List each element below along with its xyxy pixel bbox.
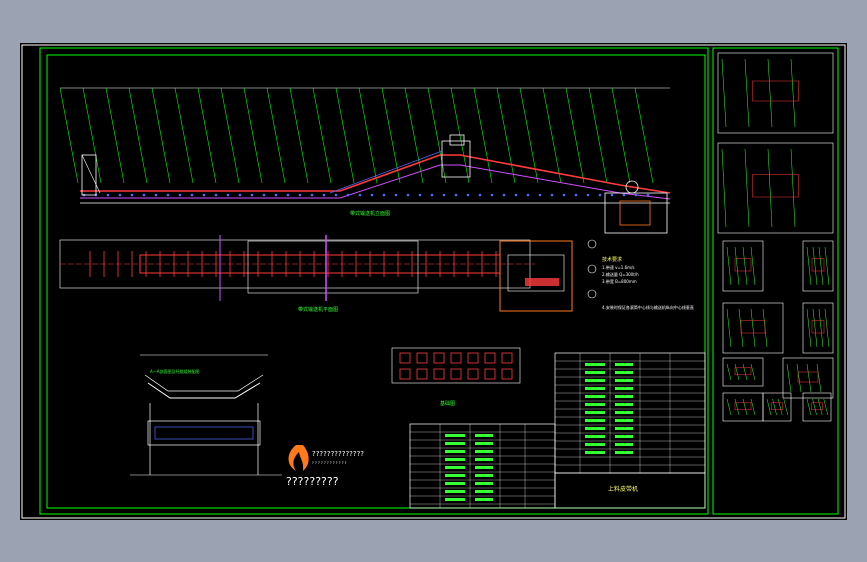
logo-group: ?????????????? ? ? ? ? ? ? ? ? ? ? ? ? ?… [286,445,364,488]
note-3: 3.带宽 B=800mm [602,278,637,284]
title-block: 上料皮带机 [409,352,706,509]
note-4: 4.安装时保证各滚筒中心线与输送机纵向中心线垂直 [602,304,694,310]
idler-section-view: A—A剖面图及托辊组装配图 [130,354,282,476]
foundation-label: 基础图 [440,400,455,407]
foundation-plan: 基础图 [391,347,521,407]
note-1: 1.带速 v=1.6m/s [602,264,635,270]
outer-border [21,44,846,519]
logo-text: ?????????????? [312,450,364,458]
watermark-text: ????????? [286,475,339,488]
sheet-thumbnails [717,52,834,422]
notes-title: 技术要求 [602,256,622,263]
drawing-sheet: 带式输送机立面图 带式输送机平面图 技术要求 1.带速 v=1.6m/s 2.输… [21,44,846,519]
section-markers [587,239,597,299]
elevation-view: 带式输送机立面图 [59,87,671,234]
note-2: 2.输送量 Q=300t/h [602,271,639,277]
main-frame-outer [39,47,709,515]
main-frame [46,54,706,509]
detail-label: A—A剖面图及托辊组装配图 [150,368,199,374]
flame-logo-icon [288,445,309,471]
side-frame [712,47,839,515]
plan-label: 带式输送机平面图 [298,306,338,313]
logo-subtext: ? ? ? ? ? ? ? ? ? ? ? ? [312,461,347,465]
plan-view: 带式输送机平面图 技术要求 1.带速 v=1.6m/s 2.输送量 Q=300t… [59,235,694,313]
cad-drawing-viewport[interactable]: 带式输送机立面图 带式输送机平面图 技术要求 1.带速 v=1.6m/s 2.输… [20,43,847,520]
elevation-label: 带式输送机立面图 [350,210,390,217]
drawing-title: 上料皮带机 [608,485,638,493]
